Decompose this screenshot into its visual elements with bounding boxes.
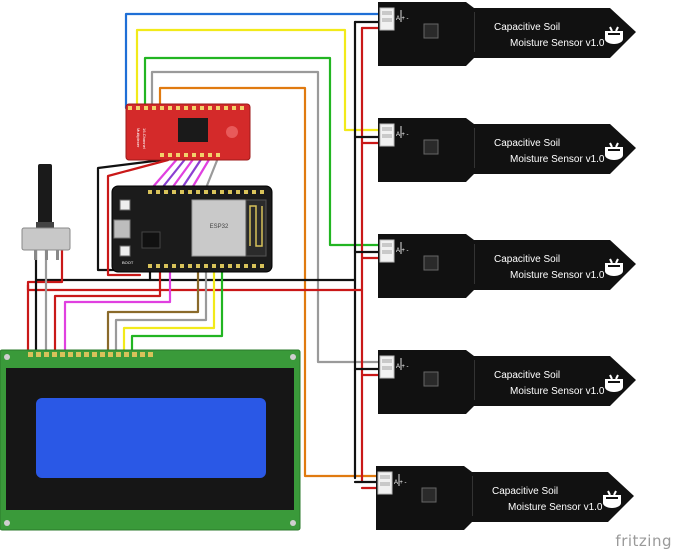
mux-label-line2: Multiplexer [136,128,141,148]
wire-orange-sensor5 [158,86,387,478]
mux-bottom-pins [160,153,220,157]
en-button[interactable] [119,199,131,211]
soil-sensor-5: A + - Capacitive Soil Moisture Sensor v1… [375,465,635,531]
potentiometer [21,164,71,260]
sensor-title-line1: Capacitive Soil [494,138,560,149]
dfrobot-logo-icon [605,26,623,44]
wire-yellow-sensor2 [135,28,387,132]
multiplexer-board: 16-Channel Multiplexer [125,103,251,161]
wire-magenta-en [190,156,212,190]
wire-red-lcd [53,268,162,352]
usb-port [113,219,131,239]
boot-button[interactable] [119,245,131,257]
lcd-20x4-display [0,349,301,531]
wires [26,12,387,490]
wire-yellow-lcd [122,270,216,352]
sensor-title-line2: Moisture Sensor v1.0 [510,386,605,397]
wire-grey-lcd [114,270,208,352]
sensor-title-line1: Capacitive Soil [494,254,560,265]
sensor-pin-labels: A + - [396,132,409,138]
lcd-header-pins [28,352,153,357]
sensor-pin-labels: A + - [396,16,409,22]
wire-green-lcd [130,270,224,352]
wire-grey-sensor4 [150,70,387,364]
soil-sensor-3: A + - Capacitive Soil Moisture Sensor v1… [377,233,637,299]
wire-purple-s1 [160,156,188,190]
sensor-title-line1: Capacitive Soil [494,22,560,33]
soil-sensor-1: A + - Capacitive Soil Moisture Sensor v1… [377,1,637,67]
mux-top-pins [128,106,244,110]
sensor-title-line1: Capacitive Soil [494,370,560,381]
wire-red-main [26,283,364,292]
pot-shaft[interactable] [38,164,52,228]
antenna-trace-icon [249,205,263,247]
sensor-title-line2: Moisture Sensor v1.0 [510,154,605,165]
sensor-title-line2: Moisture Sensor v1.0 [510,38,605,49]
mux-label-line1: 16-Channel [142,128,147,149]
wire-purple-s3 [180,156,204,190]
esp32-board: ESP32 BOOT [111,185,273,273]
soil-sensor-2: A + - Capacitive Soil Moisture Sensor v1… [377,117,637,183]
wire-blue-sensor1 [124,12,387,110]
soil-sensor-4: A + - Capacitive Soil Moisture Sensor v1… [377,349,637,415]
lcd-screen [36,398,266,478]
esp32-top-pins [148,190,264,194]
dfrobot-logo-icon [605,374,623,392]
sensor-title-line2: Moisture Sensor v1.0 [508,502,603,513]
sensor-pin-labels: A + - [396,248,409,254]
dfrobot-logo-icon [605,142,623,160]
mux-logo [226,126,238,138]
wire-red-mux [106,158,170,277]
sensor-pin-labels: A + - [396,364,409,370]
esp32-shield [191,199,247,257]
boot-label: BOOT [122,260,134,265]
mux-chip [178,118,208,142]
wire-brown-lcd [106,270,200,352]
esp32-bottom-pins [148,264,264,268]
pot-body [21,227,71,251]
sensor-pin-labels: A + - [394,480,407,486]
wire-grey-sig [204,156,220,190]
wire-magenta-lcd [63,270,172,352]
dfrobot-logo-icon [605,258,623,276]
sensor-title-line1: Capacitive Soil [492,486,558,497]
wire-green-sensor3 [143,56,387,247]
wire-magenta-s0 [150,156,180,190]
esp32-regulator [141,231,161,249]
sensor-title-line2: Moisture Sensor v1.0 [510,270,605,281]
wire-magenta-s2 [170,156,196,190]
dfrobot-logo-icon [603,490,621,508]
fritzing-watermark: fritzing [615,532,672,550]
esp32-chip-label: ESP32 [210,224,229,230]
